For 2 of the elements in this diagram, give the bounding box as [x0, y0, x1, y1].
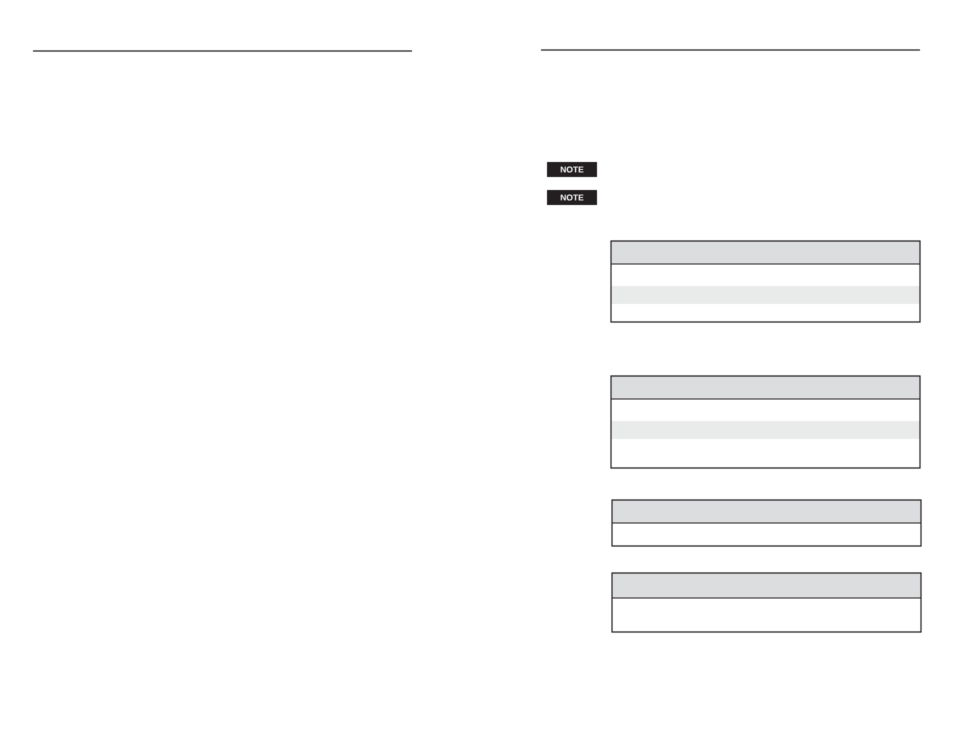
note-badge: NOTE [547, 162, 597, 177]
note-badge: NOTE [547, 190, 597, 205]
